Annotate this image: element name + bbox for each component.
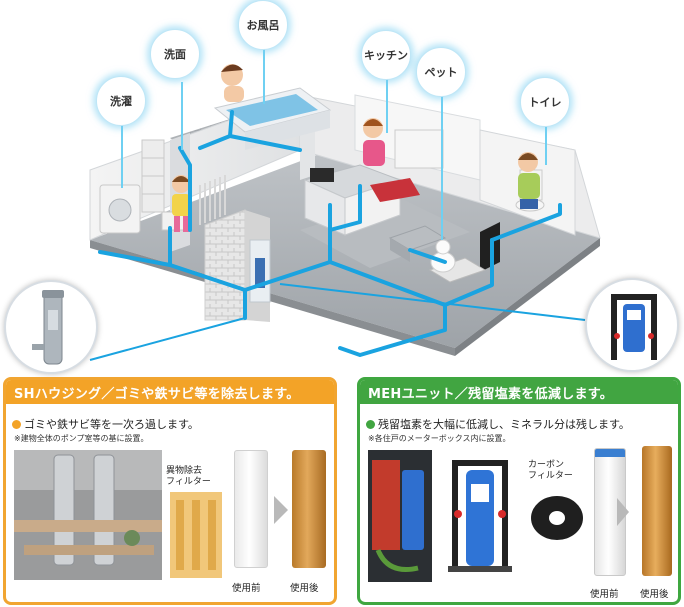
meh-panel-title: MEHユニット／残留塩素を低減します。 — [360, 380, 678, 404]
bathtub — [213, 87, 332, 150]
room-label-toilet: トイレ — [528, 96, 562, 109]
room-bubble-pet: ペット — [416, 47, 466, 97]
meh-unit-inset — [585, 278, 679, 372]
sh-panel-bullet: ゴミや鉄サビ等を一次ろ過します。 — [24, 418, 199, 431]
meh-carbon-label-1: カーボン — [528, 460, 565, 470]
person-kitchen — [363, 118, 385, 166]
arrow-right-icon — [617, 498, 629, 526]
room-bubble-kitchen: キッチン — [361, 30, 411, 80]
meh-carbon-label-2: フィルター — [528, 471, 573, 481]
room-label-washroom: 洗面 — [164, 48, 186, 61]
room-bubble-washroom: 洗面 — [150, 29, 200, 79]
sh-filter-label-1: 異物除去 — [166, 466, 203, 476]
sh-caption-after: 使用後 — [290, 583, 319, 594]
meh-carbon-filter-image — [528, 492, 586, 544]
room-bubble-laundry: 洗濯 — [96, 76, 146, 126]
sh-panel-title: SHハウジング／ゴミや鉄サビ等を除去します。 — [6, 380, 334, 404]
meh-unit-panel: MEHユニット／残留塩素を低減します。 残留塩素を大幅に低減し、ミネラル分は残し… — [357, 377, 681, 605]
meh-filter-after-image — [642, 446, 672, 576]
person-toilet — [518, 152, 540, 209]
room-label-kitchen: キッチン — [364, 49, 408, 62]
meh-caption-after: 使用後 — [640, 589, 669, 600]
room-bubble-toilet: トイレ — [520, 77, 570, 127]
meh-panel-note: ※各住戸のメーターボックス内に設置。 — [368, 434, 511, 443]
sh-panel-note: ※建物全体のポンプ室等の基に設置。 — [14, 434, 149, 443]
inset-connectors — [89, 283, 586, 361]
sh-housing-inset — [4, 280, 98, 374]
sh-filter-before-image — [234, 450, 268, 568]
sh-caption-before: 使用前 — [232, 583, 261, 594]
person-bath — [221, 64, 244, 102]
arrow-right-icon — [274, 496, 288, 524]
sh-filter-cutaway-image — [164, 492, 228, 578]
bullet-dot-icon — [12, 420, 21, 429]
sh-housing-panel: SHハウジング／ゴミや鉄サビ等を除去します。 ゴミや鉄サビ等を一次ろ過します。 … — [3, 377, 337, 605]
meh-meterbox-photo — [368, 450, 432, 582]
bullet-dot-icon — [366, 420, 375, 429]
meh-unit-image — [611, 294, 657, 360]
room-label-laundry: 洗濯 — [110, 95, 132, 108]
person-washroom — [172, 175, 190, 232]
sh-housing-image — [32, 290, 64, 365]
meh-caption-before: 使用前 — [590, 589, 619, 600]
sh-filter-label-2: フィルター — [166, 477, 211, 487]
meh-unit-photo — [438, 454, 522, 582]
washing-machine — [99, 184, 141, 234]
house-illustration — [89, 64, 601, 357]
meh-panel-bullet: 残留塩素を大幅に低減し、ミネラル分は残します。 — [378, 418, 630, 431]
room-bubble-bath: お風呂 — [238, 0, 288, 50]
sofa — [388, 225, 447, 262]
sh-filter-after-image — [292, 450, 326, 568]
water-pipes — [98, 110, 562, 357]
room-label-pet: ペット — [424, 66, 458, 79]
room-label-bath: お風呂 — [246, 19, 280, 32]
sh-installation-photo — [14, 450, 162, 580]
